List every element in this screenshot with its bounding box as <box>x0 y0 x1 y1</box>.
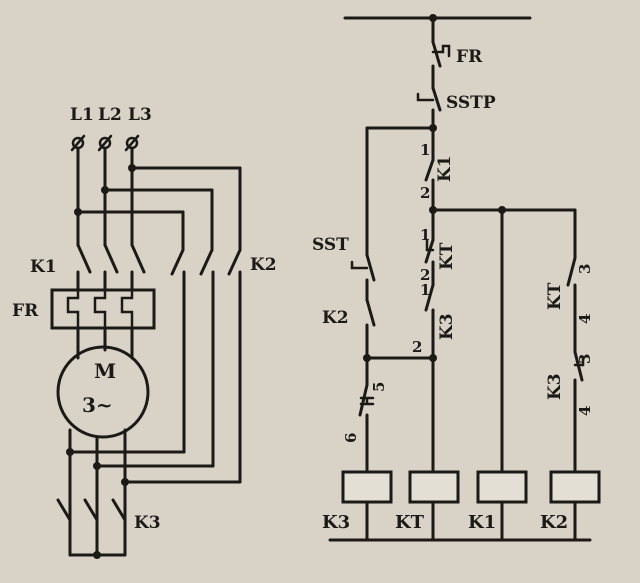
k1-main-contacts <box>76 243 146 292</box>
kt-left-label: KT <box>437 242 457 270</box>
coil-label-k2: K2 <box>540 512 568 533</box>
kt-right-terminal-3: 3 <box>576 264 594 274</box>
k2-feed-wires <box>74 164 242 252</box>
kt-timed-terminal-5: 5 <box>370 382 388 392</box>
phase-label-l1: L1 <box>70 105 94 125</box>
coil-label-kt: KT <box>395 512 425 533</box>
phase-label-l2: L2 <box>98 105 122 125</box>
k2-contact-label: K2 <box>322 308 349 328</box>
power-circuit: L1 L2 L3 <box>12 105 277 559</box>
k1-contact-label: K1 <box>435 155 455 182</box>
coil-k2 <box>549 470 601 504</box>
coil-k3 <box>341 470 393 504</box>
kt-right-label: KT <box>545 282 565 310</box>
kt-left-terminal-2: 2 <box>420 266 430 284</box>
kt-left-terminal-1: 1 <box>420 226 430 244</box>
phase-label-l3: L3 <box>128 105 152 125</box>
motor: M 3~ <box>56 345 150 439</box>
coil-label-k3: K3 <box>322 512 350 533</box>
sstp-label: SSTP <box>446 93 496 113</box>
coil-kt <box>408 470 460 504</box>
k1-terminal-2: 2 <box>420 184 430 202</box>
k2-delta-contacts <box>170 248 242 276</box>
k3-star-contacts <box>56 498 127 559</box>
coil-k1 <box>476 470 528 504</box>
k1-terminal-1: 1 <box>420 141 430 159</box>
kt-timed-terminal-6: 6 <box>342 433 360 443</box>
k3-left-label: K3 <box>437 313 457 340</box>
fr-label: FR <box>12 301 39 321</box>
motor-type: 3~ <box>82 393 113 417</box>
fr-overload-relay <box>50 288 156 330</box>
k3-left-terminal-2: 2 <box>412 338 422 356</box>
kt-right-terminal-4: 4 <box>576 314 594 324</box>
k3-right-label: K3 <box>545 373 565 400</box>
k3-left-terminal-1: 1 <box>420 281 430 299</box>
sst-label: SST <box>312 235 349 255</box>
motor-output-wires <box>66 270 242 522</box>
k2-label: K2 <box>250 255 277 275</box>
k3-right-terminal-4: 4 <box>576 406 594 416</box>
k3-label: K3 <box>134 513 161 533</box>
fr-contact-label: FR <box>456 47 483 67</box>
phase-lines <box>76 146 134 247</box>
coils: K3 KT K1 K2 <box>322 470 601 542</box>
control-circuit: FR SSTP 1 2 K1 1 2 KT 1 <box>312 14 601 542</box>
coil-label-k1: K1 <box>468 512 496 533</box>
k3-right-terminal-3: 3 <box>576 354 594 364</box>
motor-name: M <box>94 359 116 383</box>
k1-label: K1 <box>30 257 57 277</box>
